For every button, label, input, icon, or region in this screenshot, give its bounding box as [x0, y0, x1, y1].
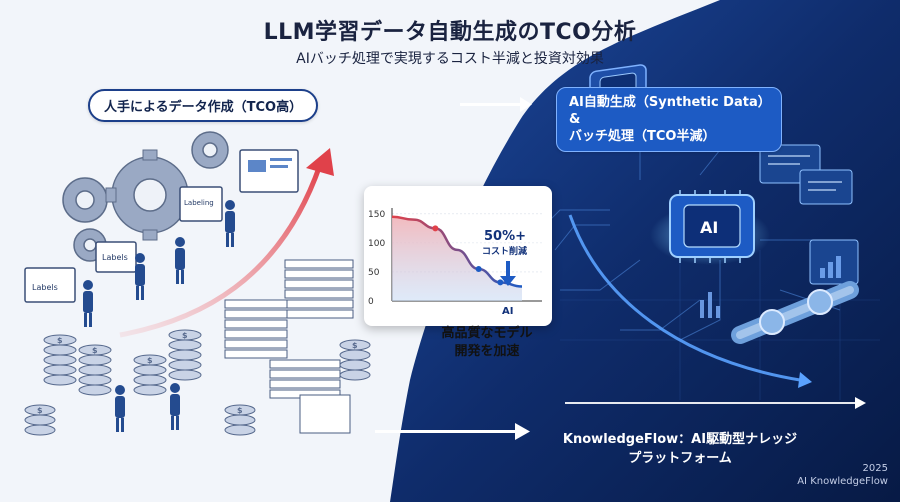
- chart-x-marker-label: AI: [502, 306, 513, 317]
- chart-point-2: [432, 225, 439, 232]
- chart-point-4: [475, 266, 482, 273]
- svg-text:$: $: [352, 341, 358, 350]
- svg-text:$: $: [37, 406, 43, 415]
- right-panel-label-line1: AI自動生成（Synthetic Data）&: [569, 95, 765, 127]
- paper-stacks: [224, 259, 354, 434]
- right-panel-label-line2: バッチ処理（TCO半減）: [569, 129, 716, 144]
- platform-label-line1: KnowledgeFlow：AI駆動型ナレッジ: [562, 432, 798, 447]
- credit-org: AI KnowledgeFlow: [797, 476, 888, 487]
- chart-annotation-text: コスト削減: [482, 245, 527, 257]
- chart-marker-arrowhead: [500, 276, 516, 286]
- platform-label-line2: プラットフォーム: [628, 451, 732, 466]
- ai-chip-large-icon: [669, 190, 755, 263]
- doc-label-3: Labeling: [184, 199, 214, 207]
- svg-text:$: $: [92, 346, 98, 355]
- white-arrows: [375, 97, 866, 440]
- credit-year: 2025: [862, 463, 888, 474]
- doc-label-1: Labels: [32, 283, 58, 292]
- chart-annotation-value: 50%+: [484, 229, 526, 244]
- callout-text: 高品質なモデル 開発を加速: [428, 325, 546, 361]
- page-title: LLM学習データ自動生成のTCO分析: [263, 20, 637, 45]
- chart-area: [392, 216, 522, 301]
- chart-y-tick-2: 50: [368, 268, 380, 278]
- coin-stacks: [24, 329, 371, 436]
- data-pipe: [731, 281, 859, 344]
- chart-y-tick-1: 100: [368, 239, 385, 249]
- svg-text:$: $: [57, 336, 63, 345]
- svg-text:$: $: [182, 331, 188, 340]
- callout-line2: 開発を加速: [454, 344, 520, 359]
- cost-chart-card: 150 100 50 0 50%+ コスト削減 AI: [364, 186, 552, 326]
- credit: 2025 AI KnowledgeFlow: [797, 462, 888, 488]
- chip-large-label: AI: [700, 218, 718, 237]
- descending-cost-arrow: [568, 214, 801, 382]
- platform-label: KnowledgeFlow：AI駆動型ナレッジ プラットフォーム: [560, 430, 800, 468]
- chart-y-tick-0: 150: [368, 210, 385, 220]
- svg-text:$: $: [147, 356, 153, 365]
- cost-reduction-chart: 150 100 50 0 50%+ コスト削減 AI: [368, 208, 542, 317]
- chart-y-tick-3: 0: [368, 297, 374, 307]
- chart-point-5: [497, 279, 504, 286]
- left-panel-label: 人手によるデータ作成（TCO高）: [88, 89, 319, 122]
- doc-label-2: Labels: [102, 253, 128, 262]
- worker-figures: [83, 200, 235, 432]
- right-panel-label: AI自動生成（Synthetic Data）& バッチ処理（TCO半減）: [556, 87, 782, 152]
- rising-cost-arrow: [119, 164, 323, 338]
- callout-line1: 高品質なモデル: [441, 326, 533, 341]
- svg-text:$: $: [237, 406, 243, 415]
- page-subtitle: AIバッチ処理で実現するコスト半減と投資対効果: [296, 51, 604, 67]
